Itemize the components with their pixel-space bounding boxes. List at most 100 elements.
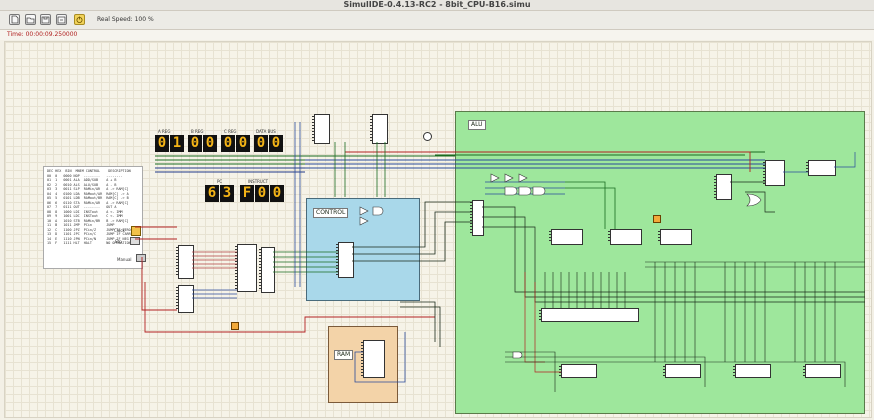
alu-wire	[730, 181, 775, 213]
instruction-row: 13 D 1101 JPC PCin/C JUMP IF CARRY	[47, 232, 133, 236]
bus-wire	[305, 159, 765, 169]
seven-segment-digit: 0	[203, 135, 217, 152]
instruction-row: 00 0 0000 NOP -------- --------	[47, 173, 123, 178]
alu-bottom-chip[interactable]	[663, 364, 703, 378]
control-wire	[135, 226, 177, 311]
clock-source[interactable]	[131, 226, 141, 236]
alu-register-chip[interactable]	[608, 229, 644, 245]
alu-bottom-chip[interactable]	[803, 364, 843, 378]
led-indicator	[231, 322, 239, 330]
instruction-register-chip[interactable]	[259, 247, 277, 293]
probe-icon[interactable]	[423, 132, 432, 141]
control-wire	[345, 151, 751, 172]
alu-panel[interactable]: ALU	[455, 111, 865, 414]
instruction-row: 09 9 1001 LDC INSTout C <- IMM	[47, 214, 123, 218]
out-chip[interactable]	[370, 114, 390, 144]
instruction-register-chip[interactable]	[235, 244, 259, 292]
step-button[interactable]	[130, 237, 140, 245]
instruction-row: 10 A 1010 STB RAMin/BR B -> RAM[C]	[47, 218, 129, 223]
control-panel[interactable]: CONTROL	[306, 198, 420, 301]
bus-wire	[155, 167, 305, 173]
new-circuit-button[interactable]	[9, 14, 20, 25]
alu-mux-chip[interactable]	[470, 200, 486, 236]
alu-wire	[724, 262, 766, 362]
instruction-row: 11 B 1011 JMP PCin JUMP	[47, 223, 115, 227]
instruction-row: 07 7 0111 OUT -------- OUT A	[47, 205, 117, 209]
control-wire	[144, 282, 435, 333]
alu-register-chip[interactable]	[549, 229, 585, 245]
data-wire	[294, 122, 301, 287]
alu-flag-chip[interactable]	[763, 160, 787, 186]
instruction-row: 08 8 1000 LDI INSTout A <- IMM	[47, 209, 123, 214]
display-label: DATA BUS	[256, 129, 276, 134]
seven-segment-digit: 1	[170, 135, 184, 152]
real-speed-label: Real Speed: 100 %	[97, 16, 154, 23]
instruction-row: 06 6 0110 STA RAMin/AR A -> RAM[C]	[47, 200, 129, 205]
seven-segment-digit: 3	[220, 185, 234, 202]
title-bar: SimulIDE-0.4.13-RC2 - 8bit_CPU-B16.simu	[0, 0, 874, 11]
instruction-row: 04 4 0100 LDA RAMout/AR RAM[C] -> A	[47, 191, 129, 196]
logic-gate	[512, 351, 523, 359]
data-wire	[192, 289, 237, 299]
logic-gate	[359, 206, 384, 226]
display-label: A REG	[158, 129, 171, 134]
save-icon	[41, 16, 50, 24]
alu-wire	[794, 262, 836, 362]
circuit-canvas[interactable]: ALU CONTROL RAM DEC HEX BIN MNEM CONTROL…	[4, 41, 872, 418]
alu-register-chip[interactable]	[658, 229, 694, 245]
new-file-icon	[11, 15, 19, 24]
led-indicator	[653, 215, 661, 223]
instruction-table-rows: 00 0 0000 NOP -------- -------- 01 1 000…	[47, 174, 139, 246]
folder-open-icon	[26, 17, 35, 24]
instruction-row: 15 F 1111 HLT HALT NO OPERATION	[47, 241, 131, 245]
alu-bottom-chip[interactable]	[559, 364, 599, 378]
alu-output-chip[interactable]	[806, 160, 838, 176]
alu-flag-chip[interactable]	[714, 174, 734, 200]
instruction-table-header: DEC HEX BIN MNEM CONTROL DESCRIPTION	[47, 169, 131, 173]
alu-wire	[482, 206, 865, 303]
data-wire	[334, 142, 386, 197]
instruction-row: 01 1 0001 ALA ADD/SUB A + B	[47, 178, 117, 182]
ram-panel-label: RAM	[334, 350, 354, 360]
logic-gate	[490, 173, 528, 183]
clock-label: Clock	[114, 228, 125, 233]
seven-segment-digit: 0	[270, 185, 284, 202]
manual-label: Manual	[117, 257, 132, 262]
save-as-icon	[57, 16, 66, 24]
alu-bottom-chip[interactable]	[733, 364, 773, 378]
instruction-row: 12 C 1100 JPZ PCin/Z JUMP IF ZERO	[47, 227, 131, 232]
logic-gate	[504, 186, 546, 196]
manual-switch[interactable]	[136, 254, 146, 262]
instruction-row: 14 E 1110 JPN PCin/N JUMP IF NEG	[47, 236, 129, 241]
save-as-button[interactable]	[56, 14, 67, 25]
program-counter-chip[interactable]	[176, 245, 196, 279]
adder-array-chip[interactable]	[539, 308, 641, 322]
display-label: C REG	[224, 129, 237, 134]
alu-wire	[654, 262, 696, 362]
seven-segment-digit: 0	[269, 135, 283, 152]
seven-segment-digit: 0	[155, 135, 169, 152]
instruction-table: DEC HEX BIN MNEM CONTROL DESCRIPTION 00 …	[43, 166, 143, 269]
out-chip[interactable]	[312, 114, 332, 144]
control-decoder-chip[interactable]	[336, 242, 356, 278]
alu-wire	[645, 261, 865, 268]
power-button[interactable]	[74, 14, 85, 25]
circuit-wires	[135, 122, 865, 392]
time-bar: Time: 00:00:09.250000	[0, 30, 874, 40]
window-title: SimulIDE-0.4.13-RC2 - 8bit_CPU-B16.simu	[343, 0, 531, 9]
display-label: INSTRUCT	[248, 179, 269, 184]
seven-segment-digit: F	[240, 185, 254, 202]
open-circuit-button[interactable]	[25, 14, 36, 25]
ram-chip[interactable]	[361, 340, 387, 378]
save-circuit-button[interactable]	[40, 14, 51, 25]
instruction-row: 03 3 0011 SLP RAMin/AR A -> RAM[C]	[47, 187, 129, 191]
data-wire	[273, 251, 338, 273]
seven-segment-digit: 0	[236, 135, 250, 152]
program-counter-chip[interactable]	[176, 285, 196, 313]
seven-segment-digit: 0	[254, 135, 268, 152]
alu-wire	[783, 152, 856, 173]
display-label: PC	[217, 179, 223, 184]
simulation-time: Time: 00:00:09.250000	[7, 31, 78, 38]
instruction-row: 02 2 0010 ALS ALU/SUB A - B	[47, 182, 117, 187]
data-wire	[354, 332, 406, 383]
